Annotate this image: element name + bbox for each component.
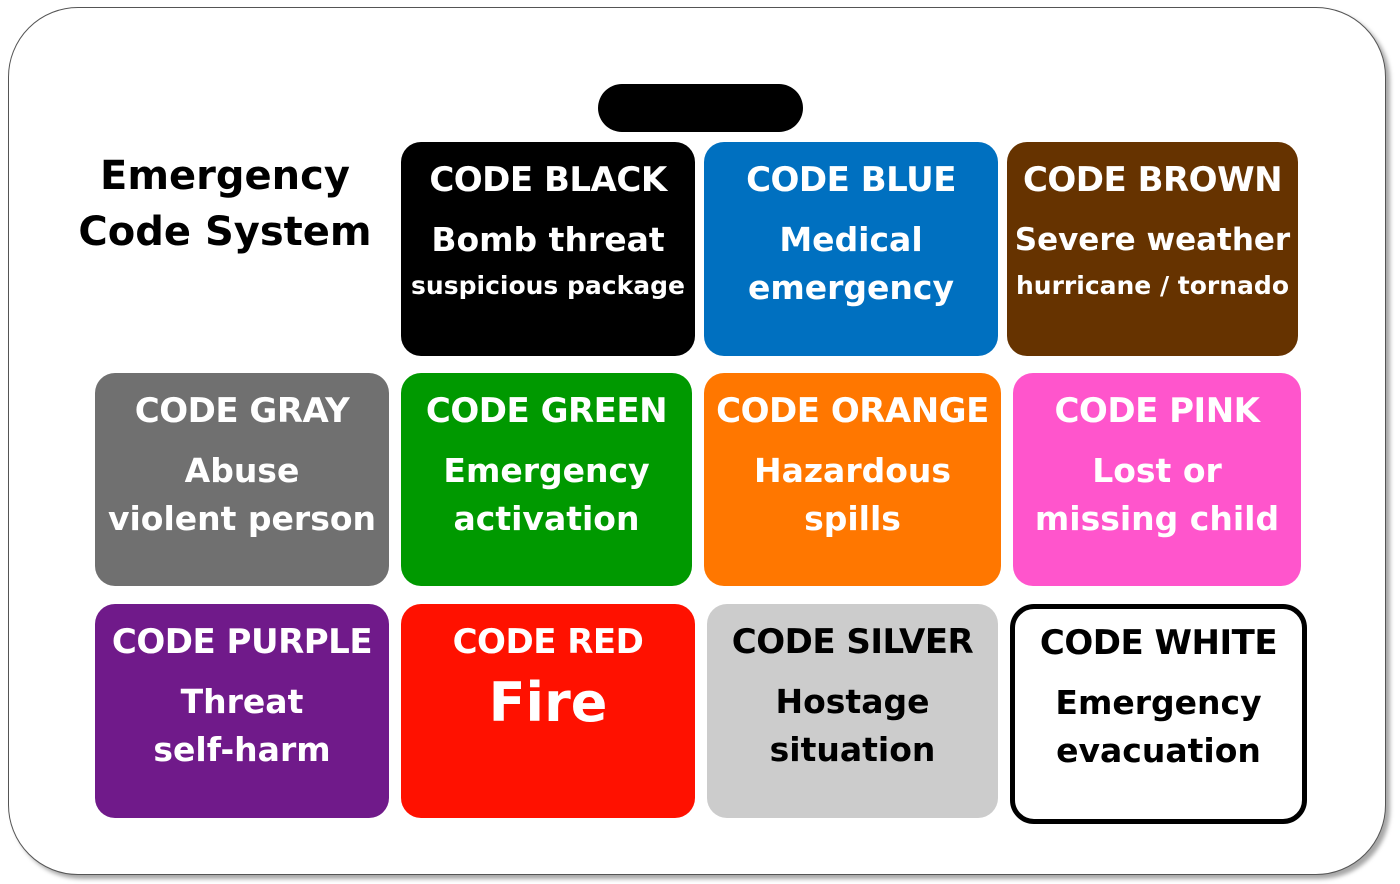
code-detail: missing child bbox=[1034, 499, 1280, 538]
code-detail: emergency bbox=[748, 268, 954, 307]
title-line-1: Emergency bbox=[100, 153, 350, 199]
title-line-2: Code System bbox=[78, 209, 372, 255]
code-detail: situation bbox=[769, 730, 936, 769]
code-brown-tile: CODE BROWN Severe weather hurricane / to… bbox=[1007, 142, 1298, 356]
code-detail: self-harm bbox=[153, 730, 331, 769]
code-detail: suspicious package bbox=[411, 271, 685, 300]
code-label: CODE WHITE bbox=[1039, 623, 1278, 663]
code-description: Severe weather bbox=[1014, 222, 1291, 258]
code-detail: violent person bbox=[107, 499, 377, 538]
code-description: Emergency bbox=[443, 451, 650, 490]
code-description: Lost or bbox=[1092, 451, 1222, 490]
code-description: Emergency bbox=[1055, 683, 1262, 722]
code-label: CODE BROWN bbox=[1022, 160, 1283, 200]
code-gray-tile: CODE GRAY Abuse violent person bbox=[95, 373, 389, 586]
code-description: Hostage bbox=[775, 682, 930, 721]
code-detail: spills bbox=[804, 499, 901, 538]
code-label: CODE BLUE bbox=[746, 160, 956, 200]
page-title: Emergency Code System bbox=[70, 148, 380, 260]
code-description: Threat bbox=[180, 682, 304, 721]
code-blue-tile: CODE BLUE Medical emergency bbox=[704, 142, 998, 356]
code-label: CODE SILVER bbox=[731, 622, 974, 662]
code-description: Medical bbox=[779, 220, 923, 259]
code-black-tile: CODE BLACK Bomb threat suspicious packag… bbox=[401, 142, 695, 356]
code-description: Abuse bbox=[184, 451, 300, 490]
lanyard-slot bbox=[598, 84, 803, 132]
code-description: Hazardous bbox=[753, 451, 952, 490]
code-detail: evacuation bbox=[1056, 731, 1261, 770]
code-pink-tile: CODE PINK Lost or missing child bbox=[1013, 373, 1301, 586]
code-label: CODE BLACK bbox=[429, 160, 667, 200]
code-description: Bomb threat bbox=[431, 220, 665, 259]
code-green-tile: CODE GREEN Emergency activation bbox=[401, 373, 692, 586]
code-detail: activation bbox=[453, 499, 640, 538]
code-description: Fire bbox=[488, 671, 608, 734]
code-purple-tile: CODE PURPLE Threat self-harm bbox=[95, 604, 389, 818]
code-white-tile: CODE WHITE Emergency evacuation bbox=[1010, 604, 1307, 824]
code-label: CODE ORANGE bbox=[716, 391, 989, 431]
code-label: CODE GRAY bbox=[134, 391, 350, 431]
code-label: CODE RED bbox=[452, 622, 644, 662]
code-label: CODE PINK bbox=[1054, 391, 1260, 431]
code-silver-tile: CODE SILVER Hostage situation bbox=[707, 604, 998, 818]
code-detail: hurricane / tornado bbox=[1016, 271, 1289, 300]
code-label: CODE PURPLE bbox=[111, 622, 373, 662]
code-label: CODE GREEN bbox=[425, 391, 668, 431]
code-orange-tile: CODE ORANGE Hazardous spills bbox=[704, 373, 1001, 586]
code-red-tile: CODE RED Fire bbox=[401, 604, 695, 818]
